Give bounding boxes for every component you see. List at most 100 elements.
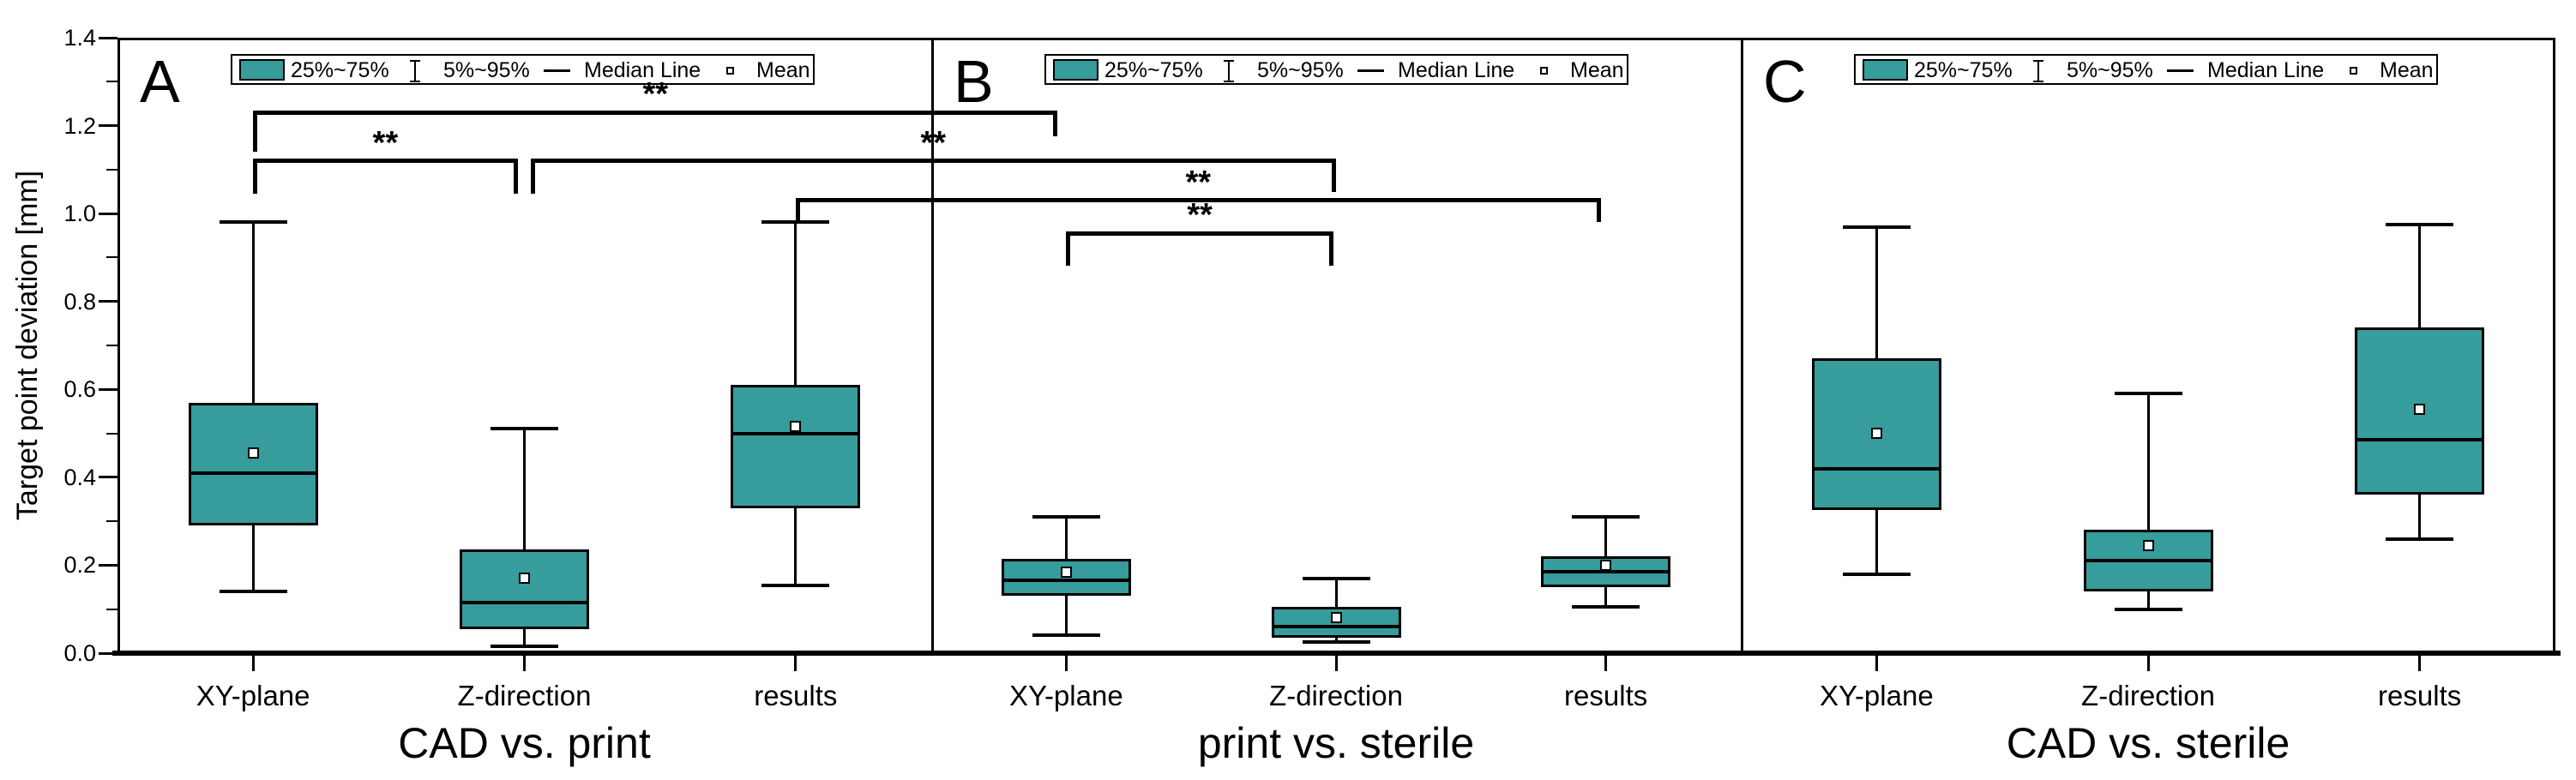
median-line <box>1273 625 1399 629</box>
y-axis-tick-label: 0.8 <box>63 288 96 315</box>
legend-mean-square-icon <box>2350 67 2357 75</box>
significance-label: ** <box>920 124 947 161</box>
whisker-stem-lower <box>2146 591 2150 609</box>
group-label: XY-plane <box>1819 680 1934 711</box>
whisker-stem-upper <box>794 222 797 386</box>
y-axis-minor-tick <box>106 608 117 610</box>
median-line <box>462 601 587 605</box>
y-axis-major-tick <box>99 476 117 479</box>
whisker-stem-upper <box>1875 226 1878 359</box>
significance-label: ** <box>1185 164 1212 201</box>
whisker-stem-lower <box>251 525 255 592</box>
y-axis-tick-label: 0.6 <box>63 376 96 403</box>
y-axis-major-tick <box>99 36 117 39</box>
whisker-cap-lower <box>2386 537 2454 541</box>
mean-marker <box>519 573 530 585</box>
mean-marker <box>1330 612 1342 624</box>
whisker-cap-upper <box>2386 222 2454 226</box>
whisker-stem-lower <box>1604 587 1608 608</box>
legend-label: Mean <box>2380 58 2434 82</box>
group-label: results <box>1564 680 1648 711</box>
legend-label: Median Line <box>1398 58 1515 82</box>
mean-marker <box>247 447 259 459</box>
whisker-cap-lower <box>1572 605 1640 609</box>
legend-label: Mean <box>1570 58 1624 82</box>
x-axis-tick <box>1875 656 1878 671</box>
panel-divider <box>1741 38 1743 653</box>
y-axis-major-tick <box>99 651 117 655</box>
legend-mean-square-icon <box>1540 67 1548 75</box>
legend-whisker-icon-cap <box>2033 60 2043 62</box>
legend-label: Median Line <box>584 58 701 82</box>
panel-letter: A <box>140 48 180 115</box>
legend-whisker-icon-cap <box>410 81 420 82</box>
legend-median-line-icon <box>1357 69 1384 72</box>
x-axis-tick <box>523 656 526 671</box>
mean-marker <box>2142 539 2154 551</box>
significance-bracket-tick <box>253 159 258 195</box>
panel-letter: C <box>1763 48 1807 115</box>
whisker-stem-upper <box>1604 517 1608 557</box>
x-axis-line <box>112 651 2561 656</box>
significance-bracket-tick <box>1066 231 1071 266</box>
y-axis-minor-tick <box>106 345 117 346</box>
group-label: Z-direction <box>457 680 592 711</box>
whisker-cap-upper <box>2114 392 2182 396</box>
legend-box-swatch-icon <box>1053 59 1098 81</box>
panel-caption: print vs. sterile <box>1197 719 1475 767</box>
y-axis-tick-label: 1.4 <box>63 25 96 51</box>
significance-label: ** <box>1187 197 1213 234</box>
y-axis-minor-tick <box>106 168 117 171</box>
whisker-stem-upper <box>1334 578 1338 608</box>
legend-label: 25%~75% <box>1104 58 1203 82</box>
y-axis-tick-label: 0.2 <box>63 552 96 579</box>
legend-label: 25%~75% <box>291 58 389 82</box>
whisker-cap-upper <box>491 427 558 431</box>
significance-bracket-tick <box>1053 110 1058 137</box>
significance-bracket-line <box>253 110 1058 115</box>
significance-bracket-tick <box>1332 159 1336 192</box>
y-axis-major-tick <box>99 124 117 128</box>
whisker-cap-upper <box>219 220 287 225</box>
legend-whisker-icon-stem <box>2037 60 2039 82</box>
mean-marker <box>2414 403 2426 415</box>
significance-bracket-line <box>253 159 518 164</box>
whisker-cap-lower <box>761 583 830 587</box>
significance-bracket-tick <box>513 159 518 195</box>
mean-marker <box>1600 559 1612 571</box>
median-line <box>733 431 858 435</box>
significance-bracket-line <box>530 159 1336 164</box>
legend-median-line-icon <box>544 69 570 72</box>
whisker-cap-lower <box>1842 572 1911 576</box>
whisker-cap-lower <box>219 590 287 594</box>
legend-whisker-icon-cap <box>2033 81 2043 82</box>
y-axis-minor-tick <box>106 256 117 259</box>
median-line <box>2085 559 2211 563</box>
group-label: Z-direction <box>1269 680 1403 711</box>
group-label: XY-plane <box>196 680 310 711</box>
legend-label: 25%~75% <box>1914 58 2013 82</box>
panel-caption: CAD vs. print <box>398 719 651 767</box>
whisker-cap-upper <box>1302 576 1370 580</box>
mean-marker <box>1060 566 1072 578</box>
whisker-stem-upper <box>2146 393 2150 531</box>
box-iqr <box>188 402 318 526</box>
box-iqr <box>731 385 861 508</box>
y-axis-tick-label: 0.4 <box>63 464 96 490</box>
x-axis-tick <box>1064 656 1068 671</box>
significance-label: ** <box>372 124 399 161</box>
legend-label: 5%~95% <box>2067 58 2153 82</box>
whisker-cap-upper <box>1842 225 1911 229</box>
y-axis-minor-tick <box>106 432 117 435</box>
significance-bracket-tick <box>253 110 258 153</box>
box-iqr <box>460 549 589 629</box>
whisker-cap-upper <box>1032 515 1100 519</box>
y-axis-major-tick <box>99 300 117 303</box>
whisker-stem-lower <box>1875 510 1878 574</box>
box-iqr <box>1271 607 1401 639</box>
significance-label: ** <box>642 76 669 113</box>
y-axis-tick-label: 1.2 <box>63 112 96 139</box>
